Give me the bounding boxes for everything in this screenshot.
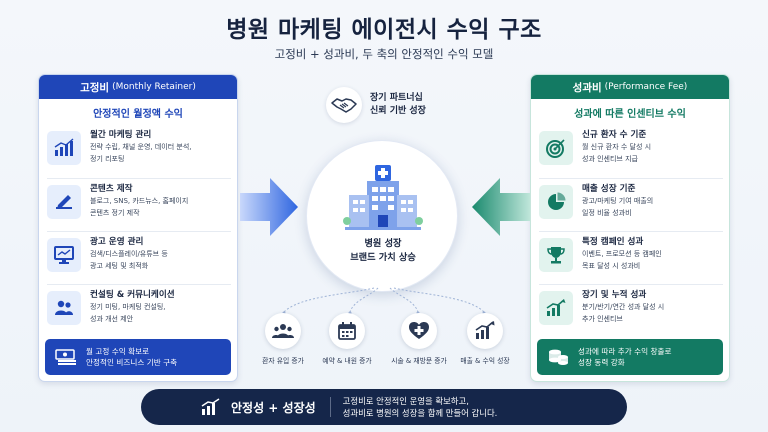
- outcome-label: 시술 & 재방문 증가: [391, 357, 447, 365]
- performance-fee-title-en: (Performance Fee): [604, 82, 688, 92]
- summary-line1: 고정비로 안정적인 운영을 확보하고,: [342, 396, 469, 406]
- hub-line2: 브랜드 가치 상승: [350, 252, 416, 263]
- item-desc: 콘텐츠 정기 제작: [90, 208, 140, 217]
- outcome-label: 환자 유입 증가: [262, 357, 304, 365]
- item-desc: 블로그, SNS, 카드뉴스, 홈페이지: [90, 197, 189, 205]
- item-title: 신규 환자 수 기준: [582, 130, 647, 140]
- performance-fee-footer-line1: 성과에 따라 추가 수익 창출로: [578, 347, 672, 356]
- outcome-item: 환자 유입 증가: [248, 313, 318, 365]
- calendar-icon: [329, 313, 365, 349]
- summary-title: 안정성 + 성장성: [231, 400, 316, 415]
- item-title: 장기 및 누적 성과: [582, 290, 647, 300]
- item-desc: 검색/디스플레이/유튜브 등: [90, 250, 168, 258]
- money-stack-icon: [53, 345, 79, 369]
- fixed-fee-item: 월간 마케팅 관리 전략 수립, 채널 운영, 데이터 분석, 정기 리포팅: [47, 125, 231, 178]
- pie-chart-icon: [539, 185, 573, 219]
- summary-line2: 성과비로 병원의 성장을 함께 만들어 갑니다.: [342, 408, 498, 418]
- fixed-fee-arrow: [240, 176, 300, 242]
- growth-chart-icon: [201, 398, 223, 416]
- hospital-building-icon: [343, 163, 423, 237]
- hub-line1: 병원 성장: [364, 238, 402, 249]
- item-title: 컨설팅 & 커뮤니케이션: [90, 290, 175, 300]
- fixed-fee-footer: 월 고정 수익 확보로 안정적인 비즈니스 기반 구축: [45, 339, 231, 375]
- target-icon: [539, 131, 573, 165]
- item-desc: 일정 비율 성과비: [582, 208, 632, 217]
- performance-fee-subtitle: 성과에 따른 인센티브 수익: [574, 109, 686, 120]
- item-desc: 성과 인센티브 지급: [582, 154, 638, 163]
- performance-fee-item: 특정 캠페인 성과 이벤트, 프로모션 등 캠페인 목표 달성 시 성과비: [539, 231, 723, 284]
- performance-fee-footer: 성과에 따라 추가 수익 창출로 성장 동력 강화: [537, 339, 723, 375]
- performance-fee-item: 신규 환자 수 기준 월 신규 환자 수 달성 시 성과 인센티브 지급: [539, 125, 723, 178]
- item-desc: 광고 세팅 및 최적화: [90, 261, 149, 270]
- item-title: 특정 캠페인 성과: [582, 237, 644, 247]
- item-title: 매출 성장 기준: [582, 184, 636, 194]
- revenue-chart-icon: [467, 313, 503, 349]
- item-desc: 전략 수립, 채널 운영, 데이터 분석,: [90, 143, 192, 151]
- patients-icon: [265, 313, 301, 349]
- trophy-icon: [539, 238, 573, 272]
- summary-bar: 안정성 + 성장성 고정비로 안정적인 운영을 확보하고, 성과비로 병원의 성…: [141, 389, 627, 425]
- performance-fee-item: 장기 및 누적 성과 분기/반기/연간 성과 달성 시 추가 인센티브: [539, 284, 723, 337]
- growth-chart-icon: [539, 291, 573, 325]
- handshake-icon: [326, 87, 362, 123]
- performance-fee-header: 성과비 (Performance Fee): [531, 75, 729, 99]
- pen-icon: [47, 185, 81, 219]
- performance-fee-item: 매출 성장 기준 광고/마케팅 기여 매출의 일정 비율 성과비: [539, 178, 723, 231]
- performance-fee-title: 성과비: [572, 81, 602, 94]
- item-desc: 성과 개선 제안: [90, 314, 134, 323]
- performance-fee-footer-line2: 성장 동력 강화: [578, 358, 625, 367]
- outcome-label: 예약 & 내원 증가: [322, 357, 372, 365]
- fixed-fee-header: 고정비 (Monthly Retainer): [39, 75, 237, 99]
- fixed-fee-subtitle: 안정적인 월정액 수익: [93, 109, 183, 120]
- coins-icon: [545, 345, 571, 369]
- outcome-item: 시술 & 재방문 증가: [384, 313, 454, 365]
- monitor-icon: [47, 238, 81, 272]
- fixed-fee-title: 고정비: [80, 81, 110, 94]
- partnership-callout: 장기 파트너십 신뢰 기반 성장: [326, 87, 426, 123]
- outcome-item: 예약 & 내원 증가: [312, 313, 382, 365]
- fixed-fee-footer-line1: 월 고정 수익 확보로: [86, 347, 150, 356]
- outcome-label: 매출 & 수익 성장: [460, 357, 510, 365]
- item-title: 콘텐츠 제작: [90, 184, 133, 194]
- people-icon: [47, 291, 81, 325]
- performance-fee-arrow: [470, 176, 530, 242]
- heart-plus-icon: [401, 313, 437, 349]
- performance-fee-panel: 성과비 (Performance Fee) 성과에 따른 인센티브 수익 신규 …: [530, 74, 730, 382]
- summary-divider: [329, 397, 331, 417]
- chart-bars-icon: [47, 131, 81, 165]
- page-title: 병원 마케팅 에이전시 수익 구조: [226, 17, 542, 43]
- fixed-fee-title-en: (Monthly Retainer): [112, 82, 196, 92]
- fixed-fee-item: 광고 운영 관리 검색/디스플레이/유튜브 등 광고 세팅 및 최적화: [47, 231, 231, 284]
- item-desc: 분기/반기/연간 성과 달성 시: [582, 303, 665, 311]
- item-title: 월간 마케팅 관리: [90, 130, 152, 140]
- partnership-line2: 신뢰 기반 성장: [370, 106, 426, 116]
- fixed-fee-panel: 고정비 (Monthly Retainer) 안정적인 월정액 수익 월간 마케…: [38, 74, 238, 382]
- item-desc: 이벤트, 프로모션 등 캠페인: [582, 250, 662, 258]
- page-subtitle: 고정비 + 성과비, 두 축의 안정적인 수익 모델: [274, 47, 494, 61]
- item-desc: 정기 미팅, 마케팅 컨설팅,: [90, 303, 166, 311]
- hospital-growth-hub: 병원 성장 브랜드 가치 상승: [306, 140, 458, 292]
- fixed-fee-footer-line2: 안정적인 비즈니스 기반 구축: [86, 358, 178, 367]
- item-title: 광고 운영 관리: [90, 237, 144, 247]
- item-desc: 광고/마케팅 기여 매출의: [582, 197, 654, 205]
- item-desc: 목표 달성 시 성과비: [582, 261, 641, 270]
- item-desc: 월 신규 환자 수 달성 시: [582, 143, 652, 151]
- item-desc: 정기 리포팅: [90, 154, 125, 163]
- outcome-item: 매출 & 수익 성장: [450, 313, 520, 365]
- fixed-fee-item: 컨설팅 & 커뮤니케이션 정기 미팅, 마케팅 컨설팅, 성과 개선 제안: [47, 284, 231, 337]
- item-desc: 추가 인센티브: [582, 314, 623, 323]
- fixed-fee-item: 콘텐츠 제작 블로그, SNS, 카드뉴스, 홈페이지 콘텐츠 정기 제작: [47, 178, 231, 231]
- partnership-line1: 장기 파트너십: [370, 93, 423, 103]
